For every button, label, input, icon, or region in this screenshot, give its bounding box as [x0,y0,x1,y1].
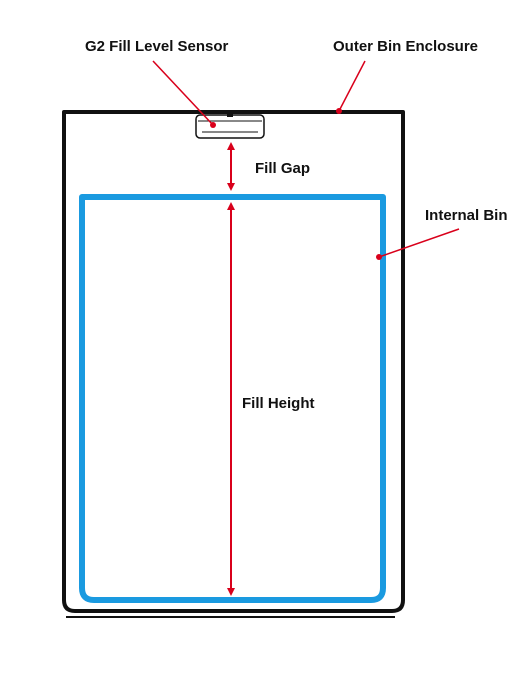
fill-height-label: Fill Height [242,395,315,412]
outer-enclosure-label: Outer Bin Enclosure [333,38,479,55]
sensor-callout [152,60,216,128]
g2-sensor [195,113,265,139]
internal-bin [79,194,386,603]
outer-bin-enclosure [62,110,405,613]
fill-gap-label: Fill Gap [255,160,311,177]
sensor-label: G2 Fill Level Sensor [85,38,229,55]
internal-bin-label: Internal Bin [425,207,508,224]
internal-bin-callout [376,228,460,260]
outer-enclosure-callout [336,60,366,114]
